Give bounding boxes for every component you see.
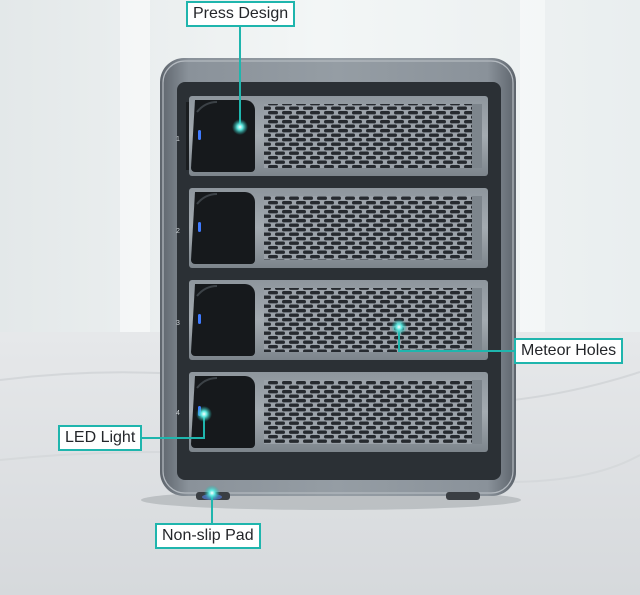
bay-number-3: 3	[176, 320, 180, 327]
drive-bay-4	[189, 372, 488, 452]
bay-number-4: 4	[176, 410, 180, 417]
led-light-marker	[196, 406, 212, 422]
led-indicator-3	[198, 314, 201, 324]
callout-led-light: LED Light	[58, 425, 143, 451]
drive-bay-2	[189, 188, 488, 268]
drive-bay-1	[186, 96, 488, 176]
led-indicator-2	[198, 222, 201, 232]
non-slip-pad-marker	[204, 485, 220, 501]
callout-press-design: Press Design	[186, 1, 296, 27]
bay-number-2: 2	[176, 228, 180, 235]
press-design-marker	[232, 119, 248, 135]
meteor-holes-marker	[391, 319, 407, 335]
callout-non-slip-pad: Non-slip Pad	[155, 523, 261, 549]
drive-bay-3	[189, 280, 488, 360]
led-indicator-1	[198, 130, 201, 140]
bay-number-1: 1	[176, 136, 180, 143]
non-slip-pad-right	[446, 492, 480, 500]
callout-meteor-holes: Meteor Holes	[514, 338, 624, 364]
